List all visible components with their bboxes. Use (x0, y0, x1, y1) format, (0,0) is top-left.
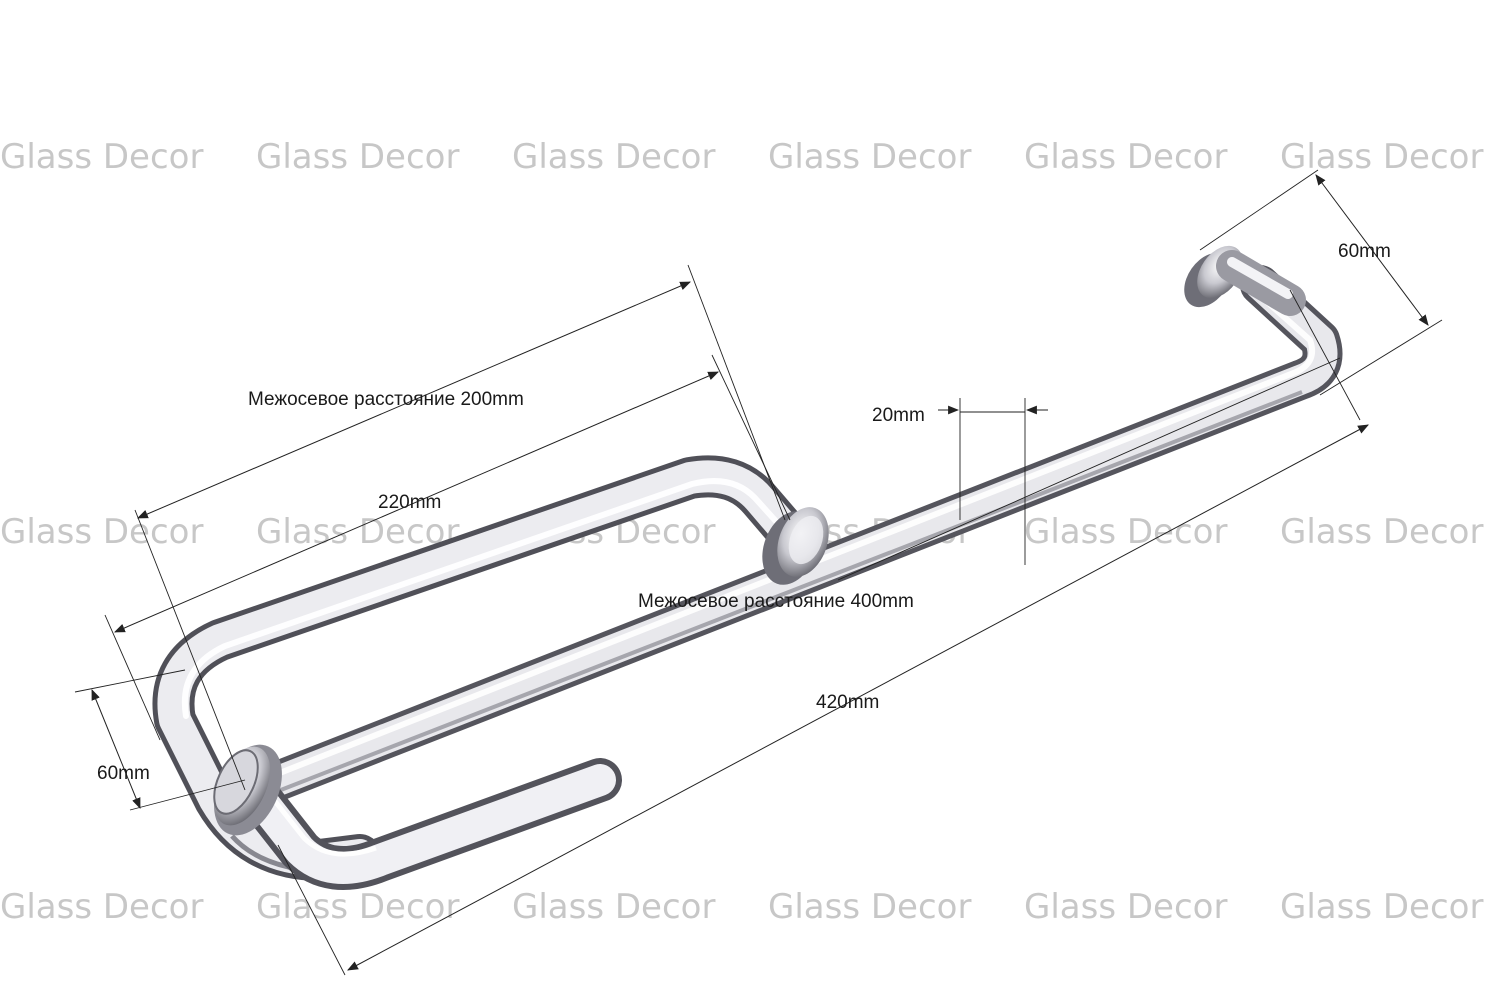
watermark-text: Glass Decor (0, 887, 203, 927)
watermark-text: Glass Decor (256, 137, 459, 177)
dim-length-420 (347, 424, 1369, 971)
watermark-text: Glass Decor (1280, 137, 1483, 177)
dim-depth-right-60 (1315, 174, 1429, 326)
watermark-text: Glass Decor (1280, 512, 1483, 552)
label-length-420: 420mm (816, 692, 879, 713)
watermark-text: Glass Decor (1024, 137, 1227, 177)
watermark-text: Glass Decor (1280, 887, 1483, 927)
watermark-text: Glass Decor (1024, 512, 1227, 552)
towel-bar-end-cap (1184, 245, 1306, 316)
label-depth-left-60: 60mm (97, 763, 150, 784)
left-mount-collar (213, 744, 282, 836)
dimension-labels: Межосевое расстояние 200mm 220mm 20mm Ме… (97, 241, 1391, 784)
watermark-text: Glass Decor (768, 137, 971, 177)
watermark-text: Glass Decor (256, 887, 459, 927)
label-depth-right-60: 60mm (1338, 241, 1391, 262)
watermark-text: Glass Decor (512, 137, 715, 177)
watermark-text: Glass Decor (0, 137, 203, 177)
label-offset-20: 20mm (872, 405, 925, 426)
label-length-220: 220mm (378, 492, 441, 513)
dim-depth-left-60 (91, 688, 141, 810)
dimension-lines (74, 169, 1443, 976)
handle-product (152, 245, 1343, 890)
watermark-text: Glass Decor (512, 887, 715, 927)
watermark-text: Glass Decor (0, 512, 203, 552)
watermark-text: Glass Decor (768, 887, 971, 927)
label-center-distance-400: Межосевое расстояние 400mm (638, 591, 914, 612)
watermark-text: Glass Decor (1024, 887, 1227, 927)
label-center-distance-200: Межосевое расстояние 200mm (248, 389, 524, 410)
